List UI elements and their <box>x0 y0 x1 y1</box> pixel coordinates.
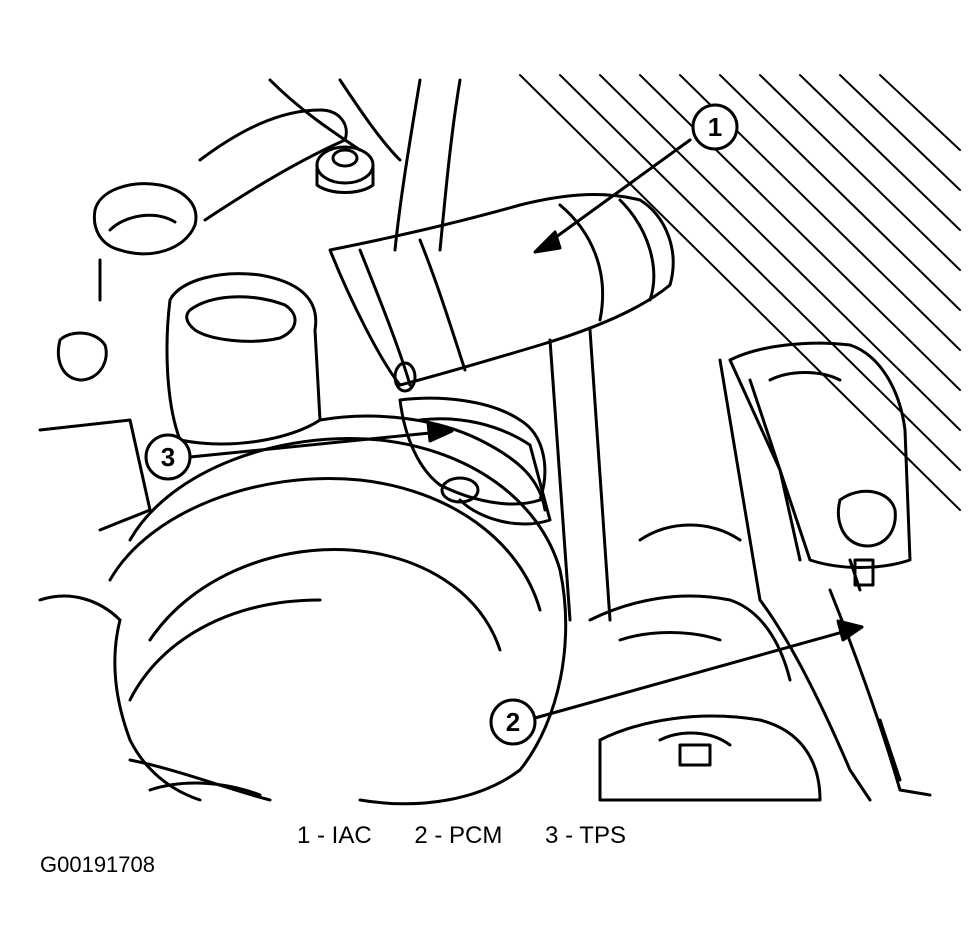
radiator-hatching <box>519 74 961 511</box>
sensor-cap <box>315 145 375 194</box>
callout-2: 2 <box>489 619 864 746</box>
iac-motor-body <box>328 193 675 393</box>
legend: 1 - IAC 2 - PCM 3 - TPS <box>297 822 626 850</box>
tps-sensor <box>398 396 547 506</box>
intake-duct <box>38 436 568 806</box>
callout-3-number: 3 <box>161 442 175 472</box>
legend-item-tps: 3 - TPS <box>545 822 626 849</box>
callout-3: 3 <box>144 421 454 481</box>
pcm-bracket <box>718 341 932 802</box>
figure-id: G00191708 <box>40 852 155 877</box>
callout-2-number: 2 <box>506 707 520 737</box>
legend-item-iac: 1 - IAC <box>297 822 372 849</box>
callout-1: 1 <box>533 103 739 254</box>
throttle-body-housing <box>38 272 552 532</box>
upper-hoses <box>92 78 462 302</box>
lower-right-connector <box>588 523 822 802</box>
support-rod <box>548 328 612 622</box>
legend-item-pcm: 2 - PCM <box>414 822 503 849</box>
callout-1-number: 1 <box>708 112 722 142</box>
